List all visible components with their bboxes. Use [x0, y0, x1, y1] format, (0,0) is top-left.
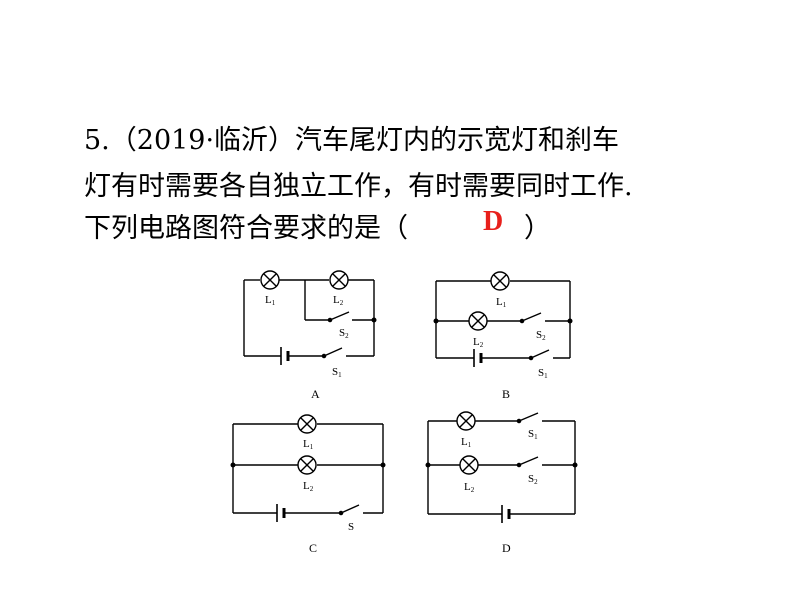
- label-s: S: [348, 521, 354, 533]
- question-line-2: 灯有时需要各自独立工作，有时需要同时工作.: [84, 171, 633, 202]
- label-s1: S1: [332, 366, 342, 379]
- closing-paren: ）: [524, 213, 551, 244]
- label-l1: L1: [496, 296, 507, 309]
- circuit-b: L1 L2 S2 S1 B: [433, 271, 573, 401]
- lamp-l2-icon: [468, 311, 488, 331]
- answer-letter: D: [483, 206, 504, 237]
- label-l2: L2: [333, 294, 344, 307]
- option-d-label: D: [502, 541, 511, 555]
- option-b-label: B: [502, 387, 510, 401]
- lamp-l1-icon: [456, 411, 476, 431]
- question-line-3: 下列电路图符合要求的是（: [84, 213, 408, 244]
- label-s2: S2: [528, 473, 538, 486]
- circuit-d: L1 S1 L2 S2 D: [425, 411, 578, 555]
- label-s2: S2: [339, 327, 349, 340]
- question-line-1: 5.（2019·临沂）汽车尾灯内的示宽灯和刹车: [84, 125, 620, 156]
- lamp-l1-icon: [490, 271, 510, 291]
- lamp-l1-icon: [260, 270, 280, 290]
- lamp-l1-icon: [297, 414, 317, 434]
- label-s1: S1: [528, 428, 538, 441]
- label-l2: L2: [473, 336, 484, 349]
- lamp-l2-icon: [459, 455, 479, 475]
- lamp-l2-icon: [297, 455, 317, 475]
- label-l2: L2: [303, 480, 314, 493]
- label-l1: L1: [265, 294, 276, 307]
- option-c-label: C: [309, 541, 317, 555]
- circuit-a: L1 L2 S2 S1 A: [243, 270, 377, 401]
- option-a-label: A: [311, 387, 320, 401]
- lamp-l2-icon: [329, 270, 349, 290]
- label-l1: L1: [461, 436, 472, 449]
- circuit-c: L1 L2 S C: [230, 414, 386, 555]
- label-s2: S2: [536, 329, 546, 342]
- label-l2: L2: [464, 481, 475, 494]
- label-l1: L1: [303, 438, 314, 451]
- label-s1: S1: [538, 367, 548, 380]
